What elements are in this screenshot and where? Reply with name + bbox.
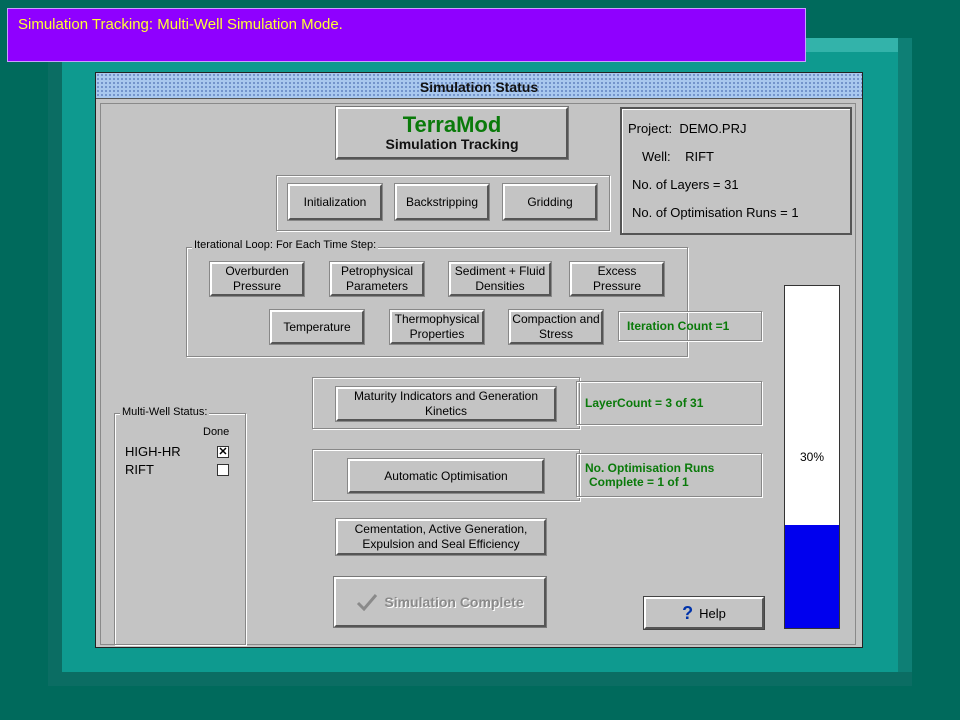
iteration-count-box: Iteration Count =1 — [618, 311, 762, 341]
well-row: Well: RIFT — [642, 149, 714, 164]
simulation-complete-label: Simulation Complete — [384, 594, 524, 610]
well-done-checkbox-rift[interactable] — [217, 464, 229, 476]
excess-pressure-step[interactable]: Excess Pressure — [569, 261, 665, 297]
progress-percent: 30% — [799, 450, 825, 464]
well-done-checkbox-high-hr[interactable]: ✕ — [217, 446, 229, 458]
logo-brand: TerraMod — [402, 112, 502, 137]
frame-bevel-left — [48, 38, 62, 686]
backstripping-step[interactable]: Backstripping — [394, 183, 490, 221]
overburden-pressure-step[interactable]: Overburden Pressure — [209, 261, 305, 297]
help-label: Help — [699, 605, 726, 621]
optimisation-runs-count: No. of Optimisation Runs = 1 — [632, 205, 799, 220]
optimisation-group — [312, 449, 580, 501]
window-title: Simulation Status — [419, 79, 539, 95]
simulation-complete-button[interactable]: Simulation Complete — [333, 576, 547, 628]
simulation-status-window: Simulation Status TerraMod Simulation Tr… — [95, 72, 863, 648]
compaction-stress-step[interactable]: Compaction and Stress — [508, 309, 604, 345]
progress-bar: 30% — [784, 285, 840, 629]
window-titlebar[interactable]: Simulation Status — [96, 73, 862, 99]
well-name-rift: RIFT — [125, 462, 154, 477]
maturity-group — [312, 377, 580, 429]
layer-count-box: LayerCount = 3 of 31 — [576, 381, 762, 425]
initialization-step[interactable]: Initialization — [287, 183, 383, 221]
petrophysical-parameters-step[interactable]: Petrophysical Parameters — [329, 261, 425, 297]
multi-well-status-label: Multi-Well Status: — [120, 406, 210, 418]
optimisation-runs-box: No. Optimisation Runs Complete = 1 of 1 — [576, 453, 762, 497]
project-info-panel: Project: DEMO.PRJ Well: RIFT No. of Laye… — [620, 107, 852, 235]
slide-banner: Simulation Tracking: Multi-Well Simulati… — [7, 8, 806, 62]
banner-title: Simulation Tracking: Multi-Well Simulati… — [18, 16, 343, 33]
done-header: Done — [203, 426, 230, 438]
iterational-loop-label: Iterational Loop: For Each Time Step: — [192, 239, 379, 251]
optimisation-runs-line1: No. Optimisation Runs — [585, 461, 715, 475]
cementation-step[interactable]: Cementation, Active Generation, Expulsio… — [335, 518, 547, 556]
frame-bevel-bottom — [48, 672, 912, 686]
logo-subtitle: Simulation Tracking — [385, 136, 519, 152]
automatic-optimisation-step[interactable]: Automatic Optimisation — [347, 458, 545, 494]
well-name-high-hr: HIGH-HR — [125, 444, 181, 459]
layers-count: No. of Layers = 31 — [632, 177, 739, 192]
question-icon: ? — [682, 602, 694, 623]
check-icon — [357, 594, 378, 611]
thermophysical-properties-step[interactable]: Thermophysical Properties — [389, 309, 485, 345]
sediment-fluid-densities-step[interactable]: Sediment + Fluid Densities — [448, 261, 552, 297]
optimisation-runs-line2: Complete = 1 of 1 — [589, 475, 689, 489]
layer-count: LayerCount = 3 of 31 — [585, 396, 704, 410]
iterational-loop-group — [186, 247, 688, 357]
project-row: Project: DEMO.PRJ — [628, 121, 746, 136]
iteration-count: Iteration Count =1 — [627, 319, 730, 333]
progress-fill — [785, 525, 839, 628]
multi-well-status-group: Done HIGH-HR ✕ RIFT — [114, 413, 246, 645]
maturity-indicators-step[interactable]: Maturity Indicators and Generation Kinet… — [335, 386, 557, 422]
setup-group — [276, 175, 610, 231]
temperature-step[interactable]: Temperature — [269, 309, 365, 345]
well-value: RIFT — [685, 149, 714, 164]
project-label: Project: — [628, 121, 673, 136]
gridding-step[interactable]: Gridding — [502, 183, 598, 221]
terramod-logo: TerraMod Simulation Tracking — [335, 106, 569, 160]
frame-bevel-right — [898, 38, 912, 686]
project-value: DEMO.PRJ — [679, 121, 747, 136]
help-button[interactable]: ? Help — [643, 596, 765, 630]
well-label: Well: — [642, 149, 671, 164]
window-inner-border — [100, 103, 856, 645]
